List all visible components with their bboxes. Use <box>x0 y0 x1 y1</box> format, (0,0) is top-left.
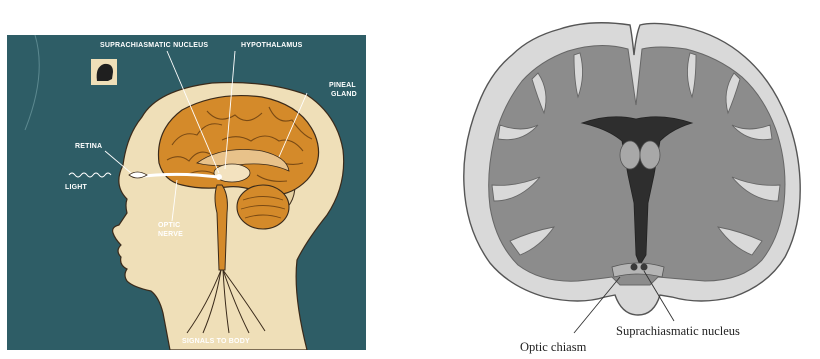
scn-dot <box>216 174 222 180</box>
coronal-brain-svg: Optic chiasm Suprachiasmatic nucleus <box>450 15 805 354</box>
right-caudate <box>640 141 660 169</box>
head-profile-icon <box>91 59 117 85</box>
scn-left <box>631 264 638 271</box>
label-light: LIGHT <box>65 184 88 191</box>
label-optic-chiasm: Optic chiasm <box>520 340 587 354</box>
coronal-brain-section: Optic chiasm Suprachiasmatic nucleus <box>450 15 805 354</box>
label-nerve: NERVE <box>158 231 183 238</box>
left-caudate <box>620 141 640 169</box>
sagittal-head-illustration: SUPRACHIASMATIC NUCLEUS HYPOTHALAMUS PIN… <box>7 35 366 350</box>
scn-right <box>641 264 648 271</box>
label-signals-to-body: SIGNALS TO BODY <box>182 338 250 345</box>
label-optic: OPTIC <box>158 222 180 229</box>
label-hypothalamus: HYPOTHALAMUS <box>241 42 303 49</box>
label-suprachiasmatic-nucleus-serif: Suprachiasmatic nucleus <box>616 324 740 338</box>
sagittal-head-svg: SUPRACHIASMATIC NUCLEUS HYPOTHALAMUS PIN… <box>7 35 366 350</box>
label-gland: GLAND <box>331 91 357 98</box>
label-pineal: PINEAL <box>329 82 356 89</box>
label-retina: RETINA <box>75 143 102 150</box>
label-suprachiasmatic-nucleus: SUPRACHIASMATIC NUCLEUS <box>100 42 208 49</box>
cerebellum <box>237 185 289 229</box>
